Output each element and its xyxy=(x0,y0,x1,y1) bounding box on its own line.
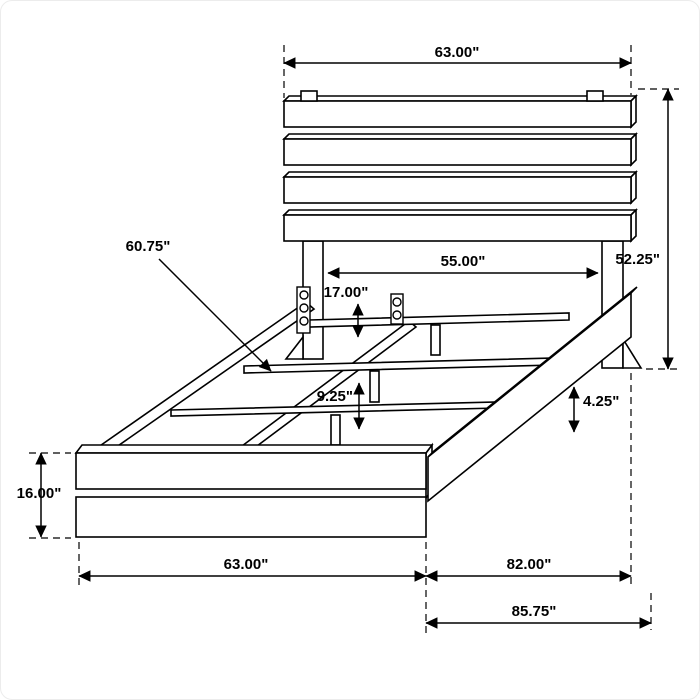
dim-footboard-height-label: 16.00" xyxy=(17,485,62,502)
dim-headboard-width: 63.00" xyxy=(283,44,632,98)
headboard-tab xyxy=(586,90,604,102)
dim-rail-bottom-label: 4.25" xyxy=(583,393,619,410)
bolt-hardware xyxy=(296,286,311,334)
cross-slat xyxy=(308,312,570,356)
dim-side-span-label: 82.00" xyxy=(507,556,552,573)
headboard-slat xyxy=(282,208,638,243)
dim-side-span: 82.00" xyxy=(425,373,632,586)
headboard-tab xyxy=(300,90,318,102)
dim-overall-length-label: 85.75" xyxy=(512,603,557,620)
dim-slat-height: 9.25" xyxy=(317,382,365,430)
side-rail-right xyxy=(427,286,638,503)
dim-rail-length: 60.75" xyxy=(126,238,272,372)
headboard-slat xyxy=(282,170,638,205)
dim-footboard-height: 16.00" xyxy=(17,452,71,539)
dim-headboard-height-label: 52.25" xyxy=(615,251,660,268)
slat-leg xyxy=(430,324,441,356)
footboard xyxy=(74,444,434,538)
bolt-hardware xyxy=(390,293,404,325)
slat-leg xyxy=(369,370,380,403)
dim-footboard-width: 63.00" xyxy=(78,542,427,633)
dim-rail-length-label: 60.75" xyxy=(126,238,171,255)
dim-inner-width-label: 55.00" xyxy=(441,253,486,270)
dim-inner-width: 55.00" xyxy=(327,253,599,279)
dim-overall-length: 85.75" xyxy=(425,593,652,630)
dim-headboard-height: 52.25" xyxy=(615,88,679,370)
dim-rail-bottom-height: 4.25" xyxy=(568,386,619,433)
side-rail-left-inner xyxy=(92,300,316,459)
dim-headboard-width-label: 63.00" xyxy=(435,44,480,61)
headboard-slat xyxy=(282,132,638,167)
headboard xyxy=(282,90,638,243)
dim-clearance: 17.00" xyxy=(324,284,369,338)
dim-clearance-label: 17.00" xyxy=(324,284,369,301)
dim-footboard-width-label: 63.00" xyxy=(224,556,269,573)
dim-rail-length-leader xyxy=(158,258,272,372)
headboard-slat xyxy=(282,94,638,129)
dim-slat-height-label: 9.25" xyxy=(317,388,353,405)
slat-leg xyxy=(330,414,341,446)
